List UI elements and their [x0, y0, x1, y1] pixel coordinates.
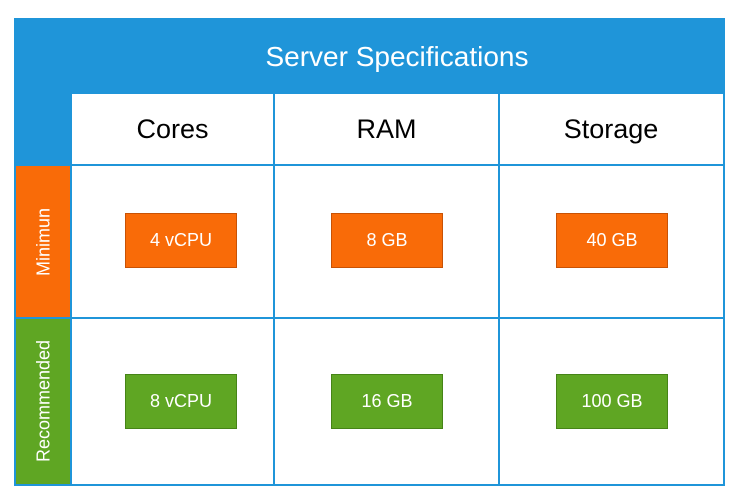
value-box-rec-storage: 100 GB — [556, 374, 668, 429]
row-label-minimum-text: Minimun — [33, 207, 53, 276]
corner-cell — [16, 20, 71, 165]
value-box-rec-cores: 8 vCPU — [125, 374, 237, 429]
value-box-min-cores: 4 vCPU — [125, 213, 237, 268]
row-label-recommended-text: Recommended — [33, 339, 53, 463]
column-header-storage: Storage — [499, 93, 723, 165]
grid-line — [273, 93, 275, 484]
grid-line — [16, 317, 723, 319]
grid-line — [71, 92, 723, 94]
row-label-recommended: Recommended — [16, 318, 71, 484]
grid-line — [498, 93, 500, 484]
grid-line — [70, 20, 72, 484]
table-border — [14, 18, 725, 486]
value-box-rec-ram: 16 GB — [331, 374, 443, 429]
grid-line — [16, 164, 723, 166]
row-label-minimum: Minimun — [16, 165, 71, 318]
column-header-ram: RAM — [274, 93, 499, 165]
value-box-min-ram: 8 GB — [331, 213, 443, 268]
column-header-cores: Cores — [71, 93, 274, 165]
table-title: Server Specifications — [71, 20, 723, 93]
value-box-min-storage: 40 GB — [556, 213, 668, 268]
